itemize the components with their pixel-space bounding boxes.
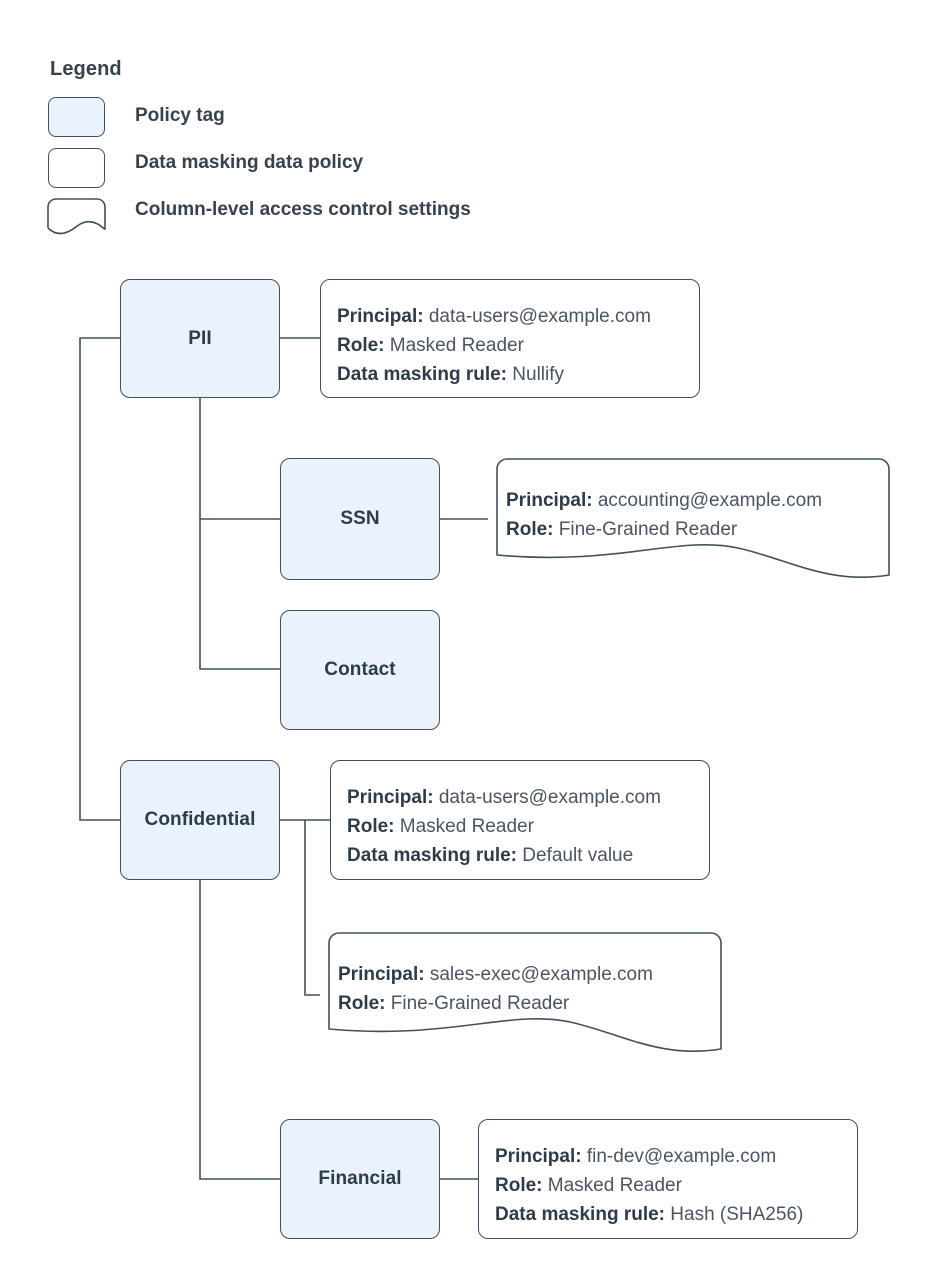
card-confidential-access[interactable]: Principal: sales-exec@example.com Role: … bbox=[320, 932, 722, 1060]
label-role: Role: bbox=[347, 816, 395, 837]
value-principal: sales-exec@example.com bbox=[429, 964, 653, 985]
value-role: Fine-Grained Reader bbox=[558, 519, 738, 540]
value-masking-rule: Hash (SHA256) bbox=[670, 1204, 804, 1225]
card-confidential-policy[interactable]: Principal: data-users@example.com Role: … bbox=[330, 760, 710, 880]
legend-title: Legend bbox=[50, 58, 122, 80]
card-line-masking-rule: Data masking rule: Nullify bbox=[337, 360, 699, 389]
value-principal: fin-dev@example.com bbox=[586, 1146, 777, 1167]
card-line-principal: Principal: fin-dev@example.com bbox=[495, 1142, 857, 1171]
label-masking-rule: Data masking rule: bbox=[495, 1204, 665, 1225]
card-line-role: Role: Masked Reader bbox=[337, 331, 699, 360]
card-line-principal: Principal: sales-exec@example.com bbox=[338, 960, 722, 989]
label-masking-rule: Data masking rule: bbox=[337, 364, 507, 385]
confidential-to-financial-line bbox=[199, 880, 280, 1180]
legend-label-column-access: Column-level access control settings bbox=[135, 199, 471, 220]
data-masking-swatch bbox=[48, 148, 105, 188]
label-role: Role: bbox=[506, 519, 554, 540]
card-financial-policy[interactable]: Principal: fin-dev@example.com Role: Mas… bbox=[478, 1119, 858, 1239]
label-masking-rule: Data masking rule: bbox=[347, 845, 517, 866]
pii-to-ssn-line bbox=[199, 398, 280, 520]
root-spine bbox=[79, 337, 120, 821]
card-line-principal: Principal: accounting@example.com bbox=[506, 486, 890, 515]
card-ssn-access[interactable]: Principal: accounting@example.com Role: … bbox=[488, 458, 890, 586]
label-principal: Principal: bbox=[337, 306, 424, 327]
card-line-principal: Principal: data-users@example.com bbox=[347, 783, 709, 812]
card-line-principal: Principal: data-users@example.com bbox=[337, 302, 699, 331]
card-line-role: Role: Fine-Grained Reader bbox=[338, 989, 722, 1018]
card-line-role: Role: Masked Reader bbox=[347, 812, 709, 841]
value-role: Masked Reader bbox=[399, 816, 534, 837]
card-line-role: Role: Fine-Grained Reader bbox=[506, 515, 890, 544]
label-principal: Principal: bbox=[506, 490, 593, 511]
confidential-to-access-line bbox=[304, 820, 320, 996]
policy-tag-swatch bbox=[48, 97, 105, 137]
node-pii[interactable]: PII bbox=[120, 279, 280, 398]
node-financial[interactable]: Financial bbox=[280, 1119, 440, 1239]
value-masking-rule: Default value bbox=[522, 845, 634, 866]
card-line-masking-rule: Data masking rule: Default value bbox=[347, 841, 709, 870]
node-ssn[interactable]: SSN bbox=[280, 458, 440, 580]
legend-label-policy-tag: Policy tag bbox=[135, 105, 225, 126]
value-role: Masked Reader bbox=[389, 335, 524, 356]
value-masking-rule: Nullify bbox=[512, 364, 565, 385]
card-line-role: Role: Masked Reader bbox=[495, 1171, 857, 1200]
value-principal: accounting@example.com bbox=[597, 490, 823, 511]
legend-label-data-masking: Data masking data policy bbox=[135, 152, 364, 173]
value-role: Masked Reader bbox=[547, 1175, 682, 1196]
value-principal: data-users@example.com bbox=[438, 787, 661, 808]
card-line-masking-rule: Data masking rule: Hash (SHA256) bbox=[495, 1200, 857, 1229]
label-principal: Principal: bbox=[338, 964, 425, 985]
node-contact[interactable]: Contact bbox=[280, 610, 440, 730]
value-role: Fine-Grained Reader bbox=[390, 993, 570, 1014]
label-role: Role: bbox=[495, 1175, 543, 1196]
label-role: Role: bbox=[337, 335, 385, 356]
value-principal: data-users@example.com bbox=[428, 306, 651, 327]
label-role: Role: bbox=[338, 993, 386, 1014]
label-principal: Principal: bbox=[495, 1146, 582, 1167]
pii-to-contact-line bbox=[199, 519, 280, 670]
card-pii-policy[interactable]: Principal: data-users@example.com Role: … bbox=[320, 279, 700, 398]
label-principal: Principal: bbox=[347, 787, 434, 808]
node-confidential[interactable]: Confidential bbox=[120, 760, 280, 880]
